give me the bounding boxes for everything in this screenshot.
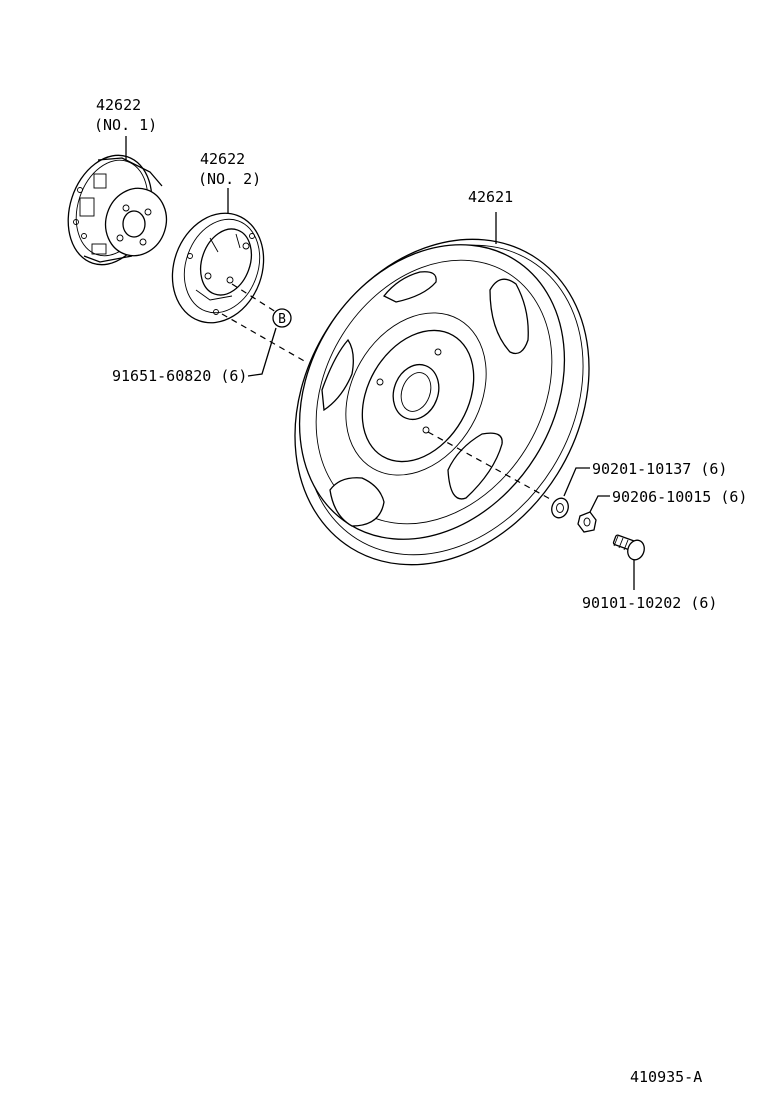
dash-to-marker-b (231, 283, 277, 313)
part-number-42622-no2: 42622 (200, 150, 245, 168)
dash-cover-to-washer (427, 431, 553, 501)
part-qualifier-no2: (NO. 2) (198, 170, 261, 188)
leader-clip (247, 327, 277, 377)
part-label-nut: 90206-10015 (6) (612, 488, 747, 506)
hub-cap-no2[interactable] (158, 200, 279, 335)
leader-nut (589, 495, 610, 513)
callout-marker-letter: B (278, 312, 286, 327)
callout-marker-b: B (272, 308, 292, 328)
leader-washer (563, 467, 590, 497)
part-label-clip: 91651-60820 (6) (112, 367, 247, 385)
washer[interactable] (549, 496, 571, 520)
part-number-42622-no1: 42622 (96, 96, 141, 114)
part-qualifier-no1: (NO. 1) (94, 116, 157, 134)
hub-cap-no1[interactable] (55, 144, 175, 275)
part-number-wheel-cover: 42621 (468, 188, 513, 206)
drawing-id: 410935-A (630, 1068, 702, 1086)
part-label-washer: 90201-10137 (6) (592, 460, 727, 478)
dash-clip-to-cover (221, 313, 307, 363)
nut[interactable] (577, 511, 597, 533)
part-label-bolt: 90101-10202 (6) (582, 594, 717, 612)
bolt[interactable] (612, 534, 647, 563)
wheel-cover[interactable] (236, 184, 649, 620)
